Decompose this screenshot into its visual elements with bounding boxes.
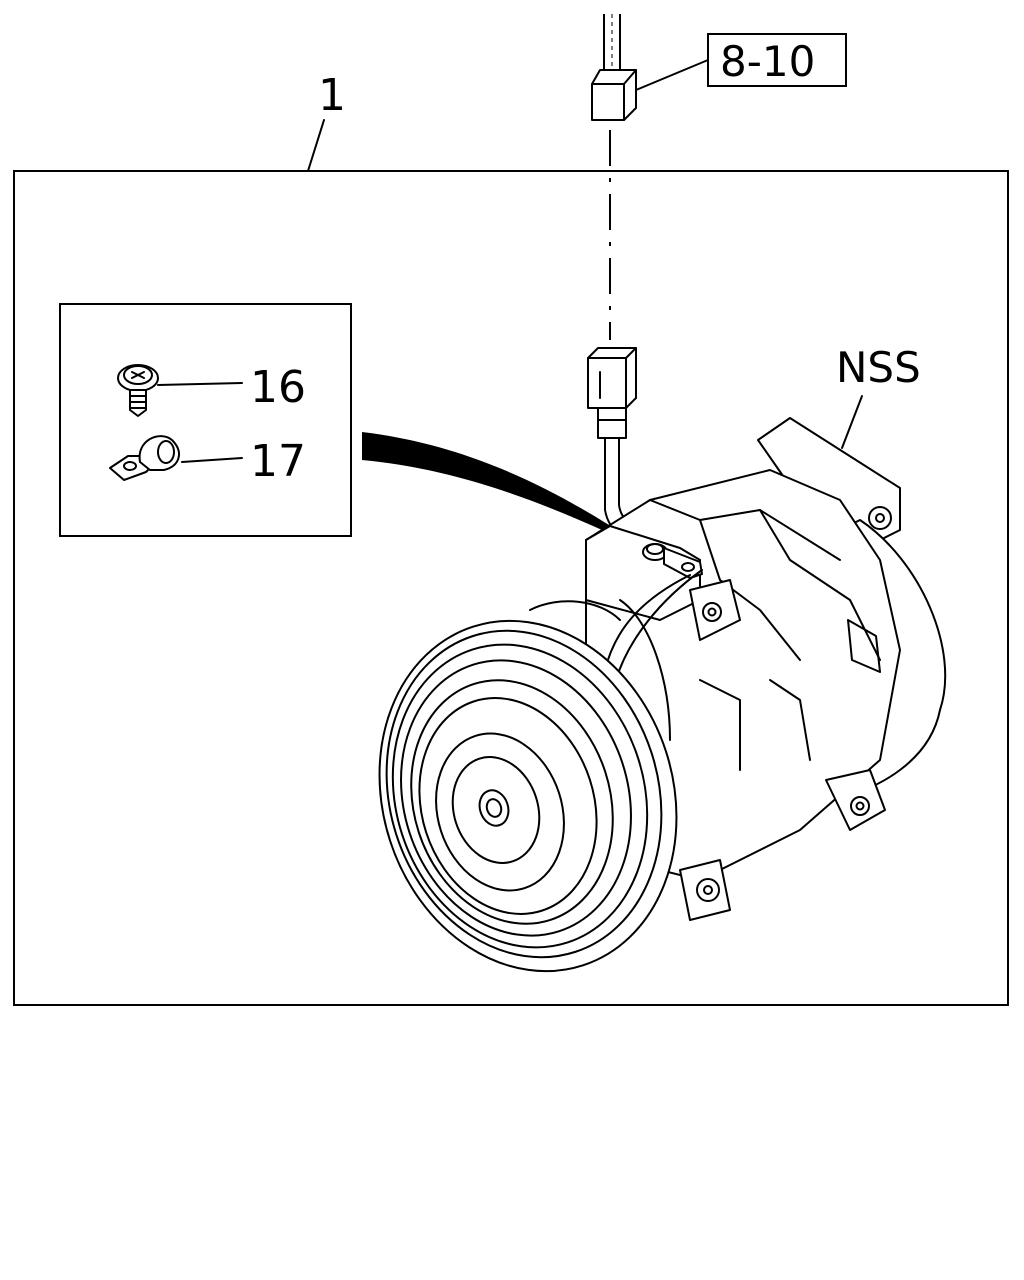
- clip-icon: [109, 435, 180, 481]
- detail-inset: [59, 303, 352, 537]
- callout-connector-leader: [635, 59, 709, 91]
- callout-assembly-leader: [307, 119, 325, 172]
- callout-connector-box: [707, 33, 847, 87]
- connector-icon: [591, 14, 637, 121]
- callout-assembly: 1: [318, 70, 346, 121]
- callout-screw-leader: [157, 382, 243, 386]
- callout-screw: 16: [250, 362, 306, 413]
- pulley-icon: [378, 619, 678, 973]
- callout-not-serviced: NSS: [836, 343, 921, 392]
- callout-clip: 17: [250, 436, 306, 487]
- callout-clip-leader: [181, 457, 243, 463]
- callout-connector-ref: 8-10: [720, 37, 815, 86]
- screw-icon: [117, 364, 159, 417]
- connector-icon: [587, 347, 669, 553]
- detail-pointer: [362, 432, 650, 552]
- assembly-frame: [13, 170, 1009, 1006]
- callout-not-serviced-leader: [841, 395, 863, 449]
